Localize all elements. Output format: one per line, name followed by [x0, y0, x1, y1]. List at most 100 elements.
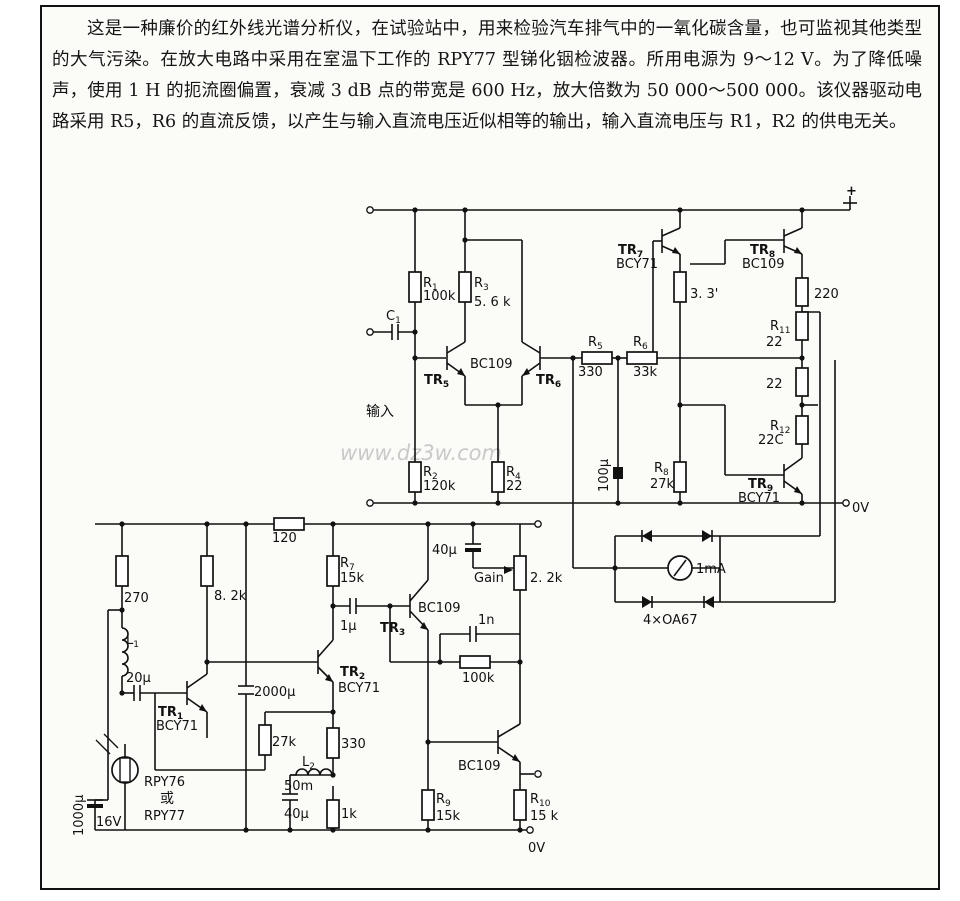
resistor-27k: [258, 724, 272, 756]
label-pot-value: 2. 2k: [530, 571, 563, 586]
label-r11-value: 22: [766, 335, 783, 350]
transistor-tr1: [186, 673, 208, 713]
label-l2-value: 50m: [284, 779, 313, 794]
label-tr7-model: BCY71: [616, 257, 658, 272]
label-r12-value: 22C: [758, 433, 784, 448]
label-r-330: 330: [341, 737, 366, 752]
capacitor-20u: [133, 685, 141, 701]
label-tr1-model: BCY71: [156, 719, 198, 734]
resistor-r6: [626, 351, 658, 365]
resistor-220: [795, 277, 809, 307]
label-tr2-model: BCY71: [338, 681, 380, 696]
label-meter: 1mA: [696, 562, 726, 577]
label-tr8-model: BC109: [742, 257, 785, 272]
resistor-r8: [673, 461, 687, 493]
label-0v-right: 0V: [852, 501, 869, 516]
resistor-r3: [458, 271, 472, 303]
label-r12: R12: [770, 419, 791, 436]
label-r-100k: 100k: [462, 671, 495, 686]
label-r10: R10: [530, 792, 551, 809]
capacitor-40u-l2: [282, 793, 298, 801]
resistor-r2: [408, 461, 422, 493]
label-r-27k: 27k: [272, 735, 297, 750]
label-r-8-2k: 8. 2k: [214, 589, 247, 604]
label-l1: L1: [126, 633, 139, 650]
label-r5: R5: [588, 335, 603, 352]
label-det1: RPY76: [144, 775, 185, 790]
label-r-1k: 1k: [341, 807, 357, 822]
detector-rpy: [95, 733, 139, 784]
resistor-r1: [408, 271, 422, 303]
inductor-l2: [290, 768, 333, 776]
label-c-2000u: 2000μ: [254, 685, 295, 700]
capacitor-1n: [469, 626, 477, 642]
label-tr5-model: BC109: [470, 357, 513, 372]
label-det-or: 或: [160, 791, 174, 807]
label-r-3-3: 3. 3': [690, 287, 718, 302]
label-r6-value: 33k: [633, 365, 658, 380]
label-r6: R6: [633, 335, 648, 352]
watermark: www.dz3w.com: [340, 441, 502, 465]
resistor-r10: [513, 789, 527, 821]
label-tr7: TR7: [618, 243, 643, 260]
meter-1ma: [612, 555, 720, 581]
label-c-20u: 20μ: [126, 671, 151, 686]
transistor-tr4: [497, 723, 521, 763]
resistor-120: [273, 517, 305, 531]
label-r11: R11: [770, 319, 791, 336]
label-r10-value: 15 k: [530, 809, 559, 824]
capacitor-1u: [349, 598, 357, 614]
label-tr8: TR8: [750, 243, 775, 260]
label-plus: +: [846, 184, 857, 199]
label-r-270: 270: [124, 591, 149, 606]
label-r1-value: 100k: [423, 289, 456, 304]
label-r8: R8: [654, 461, 669, 478]
transistor-tr6: [521, 341, 541, 377]
label-r3-value: 5. 6 k: [474, 295, 511, 310]
label-16v: 16V: [96, 815, 122, 830]
resistor-r4: [491, 461, 505, 493]
resistor-r9: [421, 789, 435, 821]
label-tr9: TR9: [748, 477, 773, 494]
resistor-1k: [326, 799, 340, 829]
label-r-120: 120: [272, 531, 297, 546]
label-tr1: TR1: [158, 705, 183, 722]
label-tr3: TR3: [380, 621, 405, 638]
label-c1: C1: [386, 309, 401, 326]
label-r2-value: 120k: [423, 479, 456, 494]
resistor-r11: [795, 311, 809, 341]
label-c-1n: 1n: [478, 613, 495, 628]
resistor-r5: [581, 351, 613, 365]
label-gain: Gain: [474, 571, 504, 586]
potentiometer-gain: [513, 555, 527, 591]
upper-terminals: [366, 206, 850, 507]
resistor-3-3: [673, 271, 687, 303]
resistor-270: [115, 555, 129, 587]
transistor-tr9: [783, 457, 803, 495]
label-l2: L2: [302, 755, 315, 772]
description-paragraph: 这是一种廉价的红外线光谱分析仪，在试验站中，用来检验汽车排气中的一氧化碳含量，也…: [52, 19, 922, 132]
label-tr6: TR6: [536, 373, 561, 390]
label-tr3-model: BC109: [418, 601, 461, 616]
label-r7: R7: [340, 556, 355, 573]
capacitor-2000u: [238, 685, 254, 695]
label-diodes: 4×OA67: [643, 613, 698, 628]
label-r-22: 22: [766, 377, 783, 392]
lower-wiring: [94, 523, 536, 831]
label-tr9-model: BCY71: [738, 491, 780, 506]
pot-wiper-arrow: [504, 566, 513, 574]
label-c-1000u: 1000μ: [72, 795, 87, 836]
label-cap-100u: 100μ: [597, 459, 612, 492]
capacitor-100u: [613, 467, 623, 479]
resistor-r7: [326, 555, 340, 587]
transistor-tr2: [317, 639, 334, 683]
label-c-1u: 1μ: [340, 619, 357, 634]
label-r5-value: 330: [578, 365, 603, 380]
transistor-tr7: [661, 227, 681, 255]
label-r8-value: 27k: [650, 477, 675, 492]
label-r3: R3: [474, 276, 489, 293]
resistor-8-2k: [200, 555, 214, 587]
transistor-tr3: [409, 579, 429, 631]
label-0v-bottom: 0V: [528, 841, 545, 856]
